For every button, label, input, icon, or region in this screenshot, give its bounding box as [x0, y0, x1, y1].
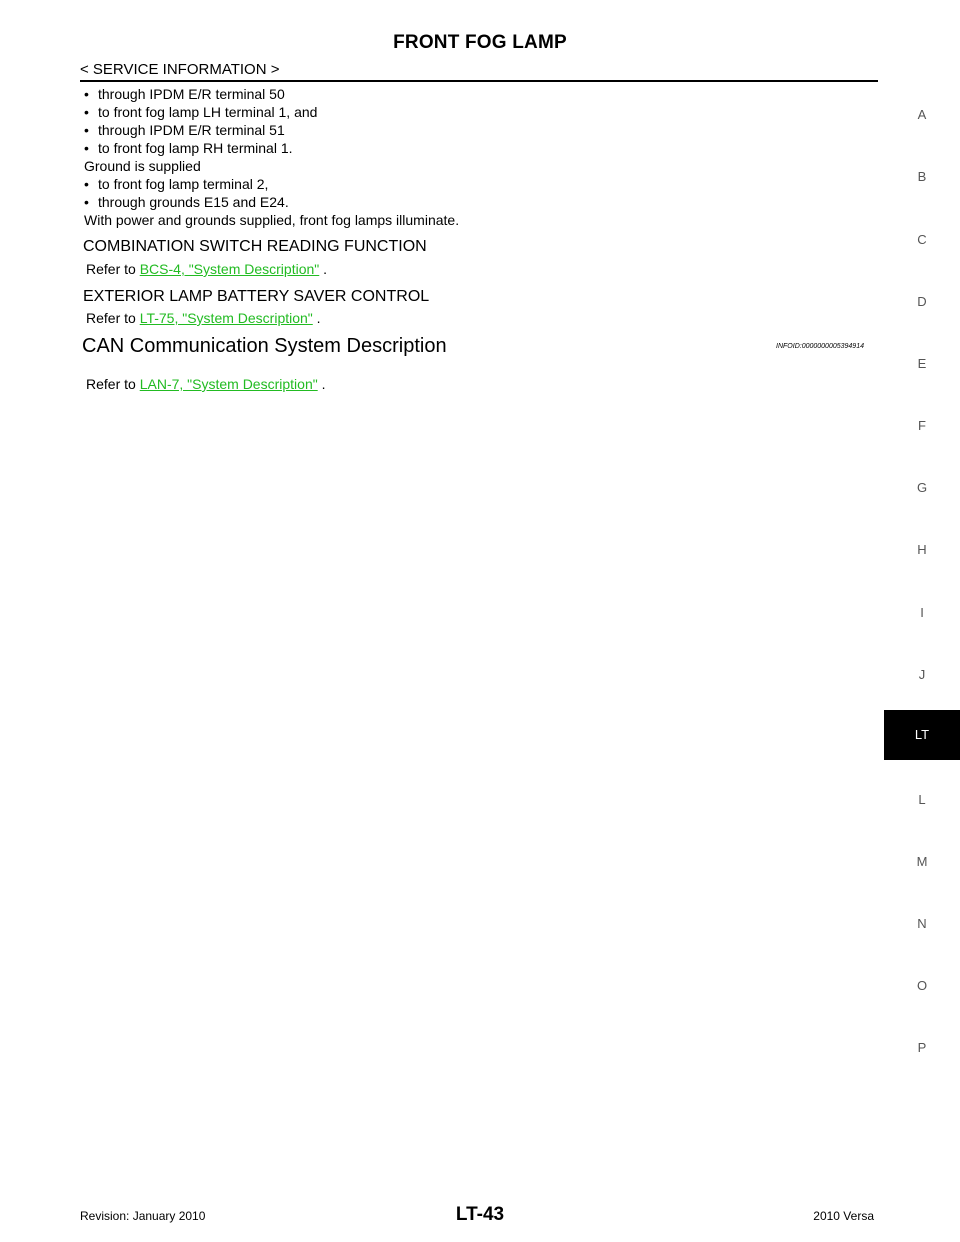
header-divider — [80, 80, 878, 82]
revision-date: Revision: January 2010 — [80, 1209, 206, 1223]
tab-a[interactable]: A — [917, 107, 927, 122]
tab-p[interactable]: P — [917, 1040, 927, 1055]
list-item: •through grounds E15 and E24. — [84, 194, 289, 210]
section-breadcrumb: < SERVICE INFORMATION > — [80, 61, 280, 78]
reference-line: Refer to LT-75, "System Description" . — [86, 310, 321, 326]
list-item: •to front fog lamp LH terminal 1, and — [84, 104, 318, 120]
bullet-icon: • — [84, 104, 89, 120]
tab-m[interactable]: M — [916, 854, 928, 869]
section-heading-battery-saver: EXTERIOR LAMP BATTERY SAVER CONTROL — [83, 288, 430, 305]
list-item: •to front fog lamp RH terminal 1. — [84, 140, 293, 156]
reference-line: Refer to BCS-4, "System Description" . — [86, 261, 328, 277]
reference-link-lan-7[interactable]: LAN-7, "System Description" — [139, 376, 318, 392]
section-heading-can: CAN Communication System Description — [82, 335, 447, 357]
list-item: •through IPDM E/R terminal 50 — [84, 86, 285, 102]
reference-link-lt-75[interactable]: LT-75, "System Description" — [139, 310, 313, 326]
reference-link-bcs-4[interactable]: BCS-4, "System Description" — [139, 261, 320, 277]
tab-l[interactable]: L — [918, 792, 926, 807]
bullet-icon: • — [84, 140, 89, 156]
tab-h[interactable]: H — [917, 542, 927, 557]
tab-lt[interactable]: LT — [884, 710, 960, 760]
tab-d[interactable]: D — [917, 294, 927, 309]
section-heading-combination-switch: COMBINATION SWITCH READING FUNCTION — [83, 238, 427, 255]
page-number: LT-43 — [455, 1204, 505, 1225]
list-item: •to front fog lamp terminal 2, — [84, 176, 269, 192]
bullet-icon: • — [84, 194, 89, 210]
bullet-icon: • — [84, 86, 89, 102]
page-title: FRONT FOG LAMP — [393, 32, 567, 53]
reference-line: Refer to LAN-7, "System Description" . — [86, 376, 326, 392]
bullet-icon: • — [84, 176, 89, 192]
tab-g[interactable]: G — [916, 480, 928, 495]
tab-n[interactable]: N — [917, 916, 927, 931]
tab-o[interactable]: O — [916, 978, 928, 993]
tab-i[interactable]: I — [920, 605, 924, 620]
model-year: 2010 Versa — [813, 1209, 874, 1223]
tab-f[interactable]: F — [918, 418, 926, 433]
body-lines: •through IPDM E/R terminal 50 •to front … — [84, 85, 459, 229]
tab-b[interactable]: B — [917, 169, 927, 184]
tab-c[interactable]: C — [917, 232, 927, 247]
list-item: •through IPDM E/R terminal 51 — [84, 122, 285, 138]
tab-j[interactable]: J — [918, 667, 926, 682]
paragraph-line: With power and grounds supplied, front f… — [84, 212, 460, 228]
info-id: INFOID:0000000005394914 — [776, 343, 864, 350]
bullet-icon: • — [84, 122, 89, 138]
tab-e[interactable]: E — [917, 356, 927, 371]
paragraph-line: Ground is supplied — [84, 158, 201, 174]
